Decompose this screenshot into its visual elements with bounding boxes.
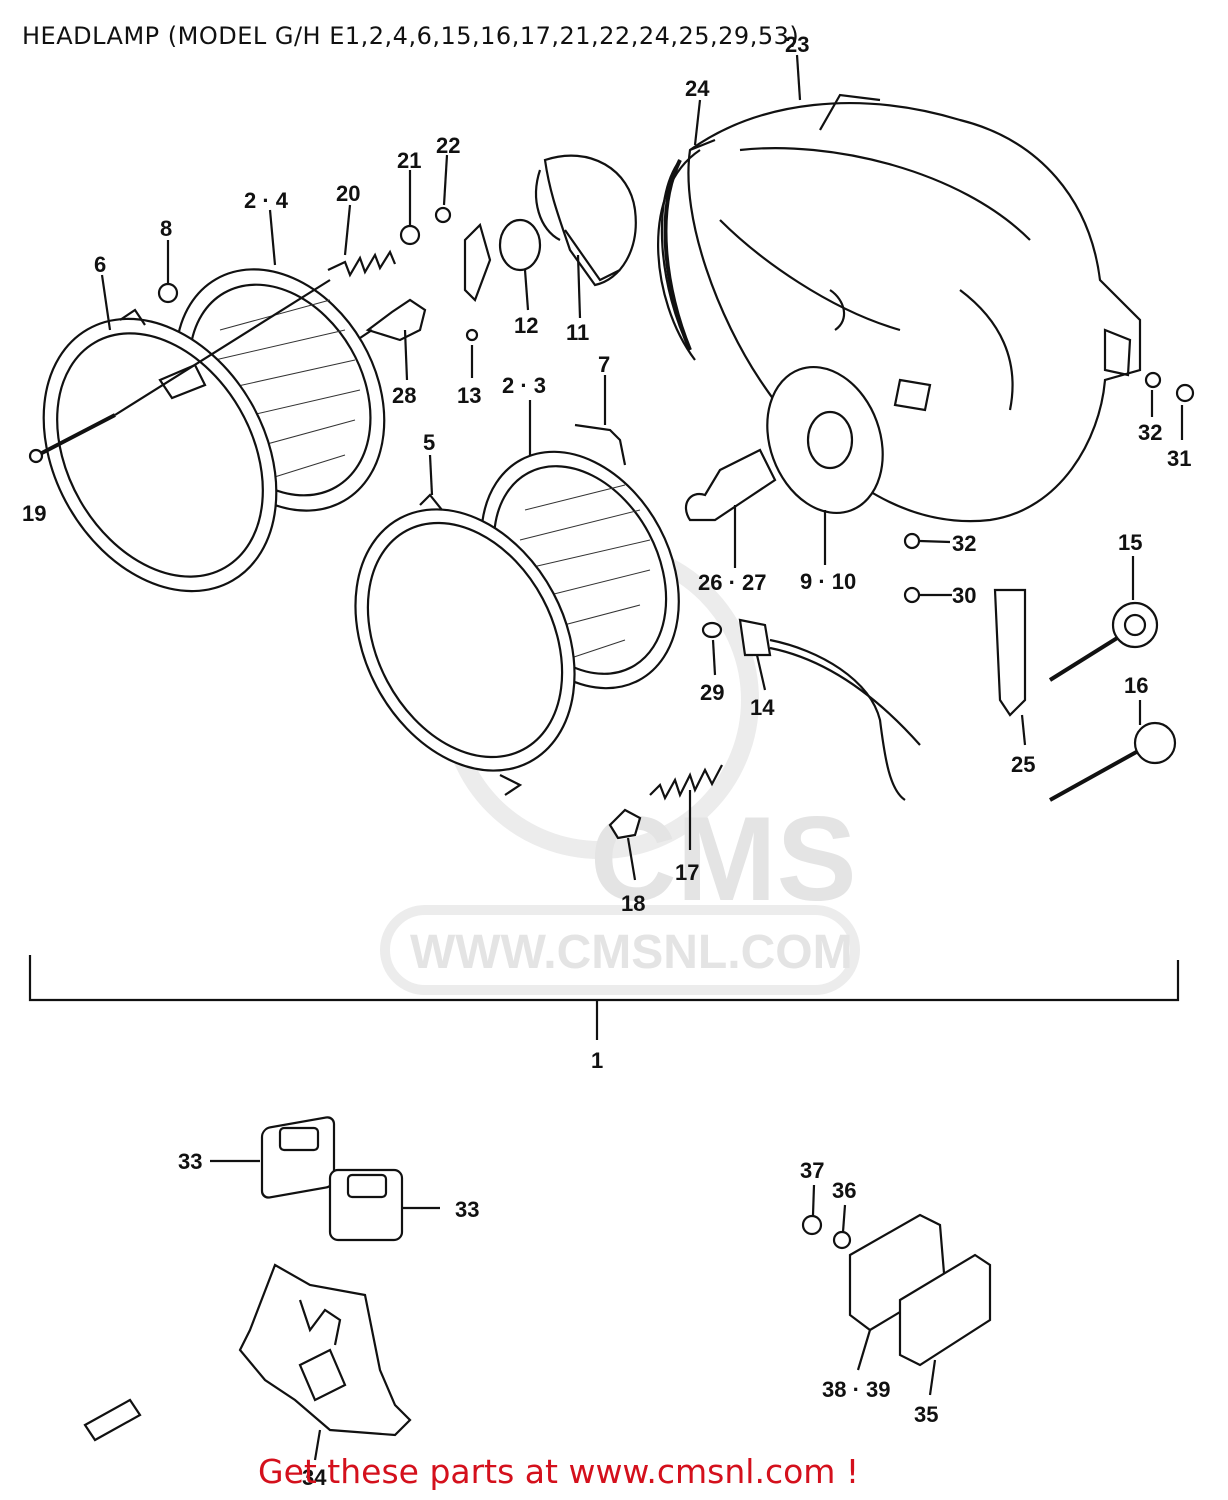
headlight-rim-right-part-5 (354, 493, 576, 796)
callout-25: 25 (1011, 752, 1035, 777)
reflector-part-35 (898, 1253, 992, 1367)
callout-38-39: 38 · 39 (822, 1377, 891, 1402)
callout-32-lower: 32 (952, 531, 976, 556)
assembly-bracket-part-1 (28, 955, 1180, 1040)
stay-bracket-part-25 (993, 588, 1027, 717)
washer-part-32-upper (1144, 371, 1162, 389)
callout-2-4: 2 · 4 (244, 188, 289, 213)
callout-36: 36 (832, 1178, 856, 1203)
screw-part-8 (157, 282, 179, 304)
callout-16: 16 (1124, 673, 1148, 698)
pilot-bulb-part-28 (359, 298, 427, 342)
callout-7: 7 (598, 352, 610, 377)
long-screw-part-19 (28, 279, 331, 464)
callout-37: 37 (800, 1158, 824, 1183)
headlight-rim-strip-part-24 (657, 138, 716, 361)
callout-33-right: 33 (455, 1197, 479, 1222)
callout-32-upper: 32 (1138, 420, 1162, 445)
callout-24: 24 (685, 76, 710, 101)
callout-23: 23 (785, 32, 809, 57)
spring-part-20 (327, 249, 397, 278)
washer-part-32-lower (903, 532, 921, 550)
relay-part-33-right (328, 1168, 404, 1242)
bracket-part-13 (463, 222, 492, 342)
main-bulb-part-26-27 (684, 448, 777, 522)
callout-8: 8 (160, 216, 172, 241)
pilot-bulb-part-29 (701, 621, 723, 639)
callout-13: 13 (457, 383, 481, 408)
callout-30: 30 (952, 583, 976, 608)
pilot-socket-wire-part-14 (738, 618, 921, 801)
bolt-part-31 (1175, 383, 1195, 403)
callout-35: 35 (914, 1402, 938, 1427)
bolt-part-30 (903, 586, 921, 604)
nut-part-18 (608, 808, 642, 840)
socket-ring-part-9-10 (766, 365, 884, 515)
callout-19: 19 (22, 501, 46, 526)
washer-part-22 (434, 206, 452, 224)
callout-18: 18 (621, 891, 645, 916)
callout-11: 11 (566, 320, 589, 345)
washer-part-36 (832, 1230, 852, 1250)
nut-part-21 (399, 224, 421, 246)
front-arrow-icon (83, 1398, 142, 1442)
callout-22: 22 (436, 133, 460, 158)
callout-labels: 23 24 22 21 20 2 · 4 8 6 12 11 28 13 7 2… (22, 32, 1191, 1490)
watermark-url-text: WWW.CMSNL.COM (410, 926, 853, 979)
callout-14: 14 (750, 695, 775, 720)
callout-31: 31 (1167, 446, 1191, 471)
leader-lines (100, 54, 1184, 1461)
callout-33-left: 33 (178, 1149, 202, 1174)
bulb-socket-part-11-12 (498, 154, 637, 287)
callout-34: 34 (302, 1465, 327, 1490)
callout-1: 1 (591, 1048, 603, 1073)
callout-26-27: 26 · 27 (698, 570, 767, 595)
callout-2-3: 2 · 3 (502, 373, 546, 398)
callout-6: 6 (94, 252, 106, 277)
adjust-screw-part-15 (1048, 601, 1159, 682)
callout-12: 12 (514, 313, 538, 338)
callout-28: 28 (392, 383, 416, 408)
callout-5: 5 (423, 430, 435, 455)
relay-part-33-left (260, 1116, 336, 1199)
footer-promo-link[interactable]: Get these parts at www.cmsnl.com ! (258, 1452, 860, 1491)
relay-bracket-part-34 (238, 1263, 412, 1437)
wire-clip-part-7 (574, 423, 627, 466)
callout-20: 20 (336, 181, 360, 206)
spring-part-17 (649, 764, 723, 801)
callout-29: 29 (700, 680, 724, 705)
diagram-title: HEADLAMP (MODEL G/H E1,2,4,6,15,16,17,21… (22, 22, 800, 50)
headlight-housing-part-23 (660, 93, 1142, 523)
adjust-screw-part-16 (1049, 721, 1177, 802)
callout-15: 15 (1118, 530, 1142, 555)
callout-21: 21 (397, 148, 421, 173)
watermark-url-box (380, 905, 860, 995)
callout-9-10: 9 · 10 (800, 569, 856, 594)
callout-17: 17 (675, 860, 699, 885)
nut-part-37 (801, 1214, 823, 1236)
headlight-rim-left-part-6 (42, 308, 278, 593)
